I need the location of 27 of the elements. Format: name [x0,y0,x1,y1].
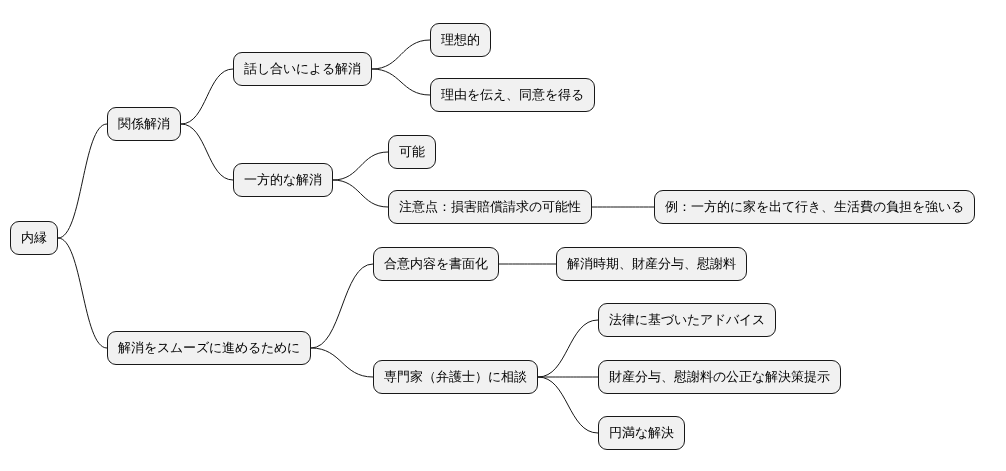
topic-box: 内縁 [10,221,58,255]
topic-box: 注意点：損害賠償請求の可能性 [388,190,592,224]
topic-box: 専門家（弁護士）に相談 [373,360,538,394]
connector-line [498,263,557,265]
connector-line [310,347,374,378]
topic-box: 可能 [388,135,436,169]
topic-box: 理想的 [430,23,491,57]
topic-box: 法律に基づいたアドバイス [598,303,776,337]
topic-box: 解消をスムーズに進めるために [107,331,311,365]
topic-box: 財産分与、慰謝料の公正な解決策提示 [598,360,841,394]
connector-line [180,123,234,181]
connector-line [180,68,234,125]
connector-line [537,376,599,434]
topic-box: 合意内容を書面化 [373,247,499,281]
topic-box: 一方的な解消 [233,163,333,197]
connector-line [57,123,108,239]
topic-box: 理由を伝え、同意を得る [430,78,595,112]
connector-line [591,206,655,208]
topic-box: 例：一方的に家を出て行き、生活費の負担を強いる [654,190,975,224]
connector-line [537,376,599,378]
connector-line [332,179,389,208]
connector-line [371,68,431,96]
topic-box: 話し合いによる解消 [233,52,372,86]
topic-box: 解消時期、財産分与、慰謝料 [556,247,747,281]
connector-line [57,237,108,349]
topic-box: 関係解消 [107,107,181,141]
topic-box: 円満な解決 [598,416,685,450]
